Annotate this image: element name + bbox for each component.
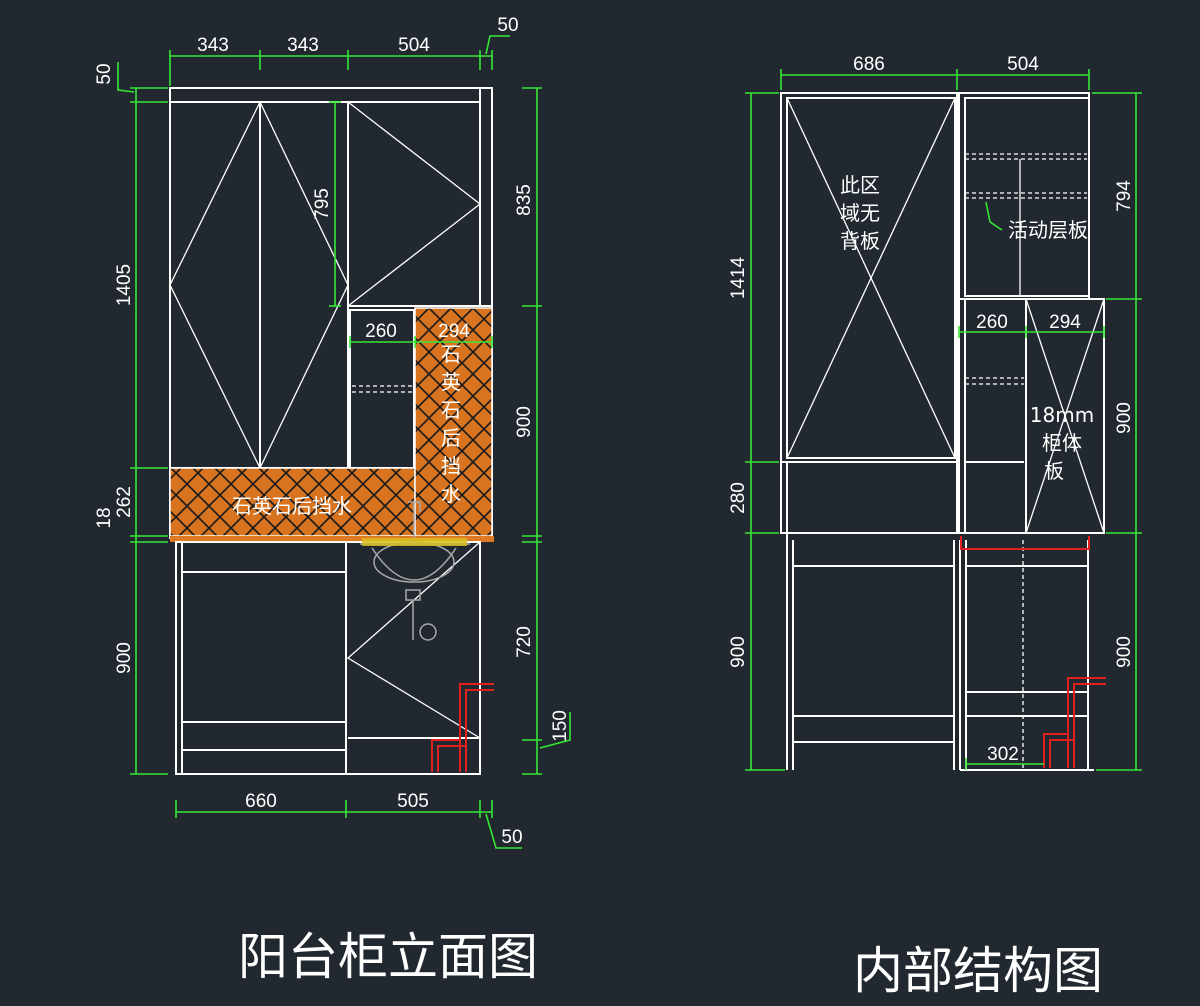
- elev-top-width-1: 343: [197, 35, 229, 56]
- elev-top-width-4: 50: [497, 15, 518, 36]
- structure-view: [745, 69, 1142, 771]
- elev-top-width-3: 504: [398, 35, 430, 56]
- struct-left-height-3: 900: [728, 636, 749, 668]
- elev-top-width-2: 343: [287, 35, 319, 56]
- elev-right-height-3: 720: [514, 626, 535, 658]
- elev-right-height-2: 900: [514, 406, 535, 438]
- elevation-view: [117, 35, 571, 849]
- sink: [360, 501, 470, 641]
- backsplash-vertical-char-5: 挡: [441, 454, 461, 478]
- backsplash-label: 石英石后挡水: [232, 494, 352, 518]
- elev-inner-height: 795: [312, 188, 333, 220]
- struct-right-height-2: 900: [1114, 402, 1135, 434]
- board-note-line-2: 柜体: [1042, 431, 1082, 455]
- struct-top-width-1: 686: [853, 54, 885, 75]
- elev-bottom-width-3: 50: [501, 827, 522, 848]
- board-note-line-3: 板: [1044, 459, 1064, 483]
- elev-top-left-margin: 50: [94, 63, 115, 84]
- backsplash-vertical-char-4: 后: [441, 426, 461, 450]
- elevation-title: 阳台柜立面图: [238, 928, 538, 986]
- struct-bottom-width: 302: [987, 744, 1019, 765]
- struct-right-height-3: 900: [1114, 636, 1135, 668]
- backsplash-horizontal: [169, 467, 416, 537]
- elev-left-height-4: 900: [114, 642, 135, 674]
- elev-niche-width-1: 260: [365, 321, 397, 342]
- backsplash-vertical-char-1: 石: [441, 342, 461, 366]
- structure-title: 内部结构图: [853, 942, 1103, 1000]
- no-back-note-line-1: 此区: [840, 173, 880, 197]
- struct-left-height-1: 1414: [728, 256, 749, 299]
- no-back-note-line-3: 背板: [840, 229, 880, 253]
- elev-right-height-1: 835: [514, 184, 535, 216]
- elev-bottom-width-1: 660: [245, 791, 277, 812]
- struct-top-width-2: 504: [1007, 54, 1039, 75]
- backsplash-vertical: [414, 307, 493, 537]
- elev-right-height-4: 150: [550, 710, 571, 742]
- elev-left-height-2: 262: [114, 486, 135, 518]
- no-back-note-line-2: 域无: [840, 201, 880, 225]
- struct-left-height-2: 280: [728, 482, 749, 514]
- backsplash-vertical-char-2: 英: [441, 370, 461, 394]
- elev-left-height-3: 18: [94, 507, 115, 528]
- elev-left-height-1: 1405: [114, 264, 135, 306]
- shelf-note: 活动层板: [1008, 218, 1088, 242]
- backsplash-vertical-char-6: 水: [441, 482, 461, 506]
- elev-bottom-width-2: 505: [397, 791, 429, 812]
- struct-inner-width-1: 260: [976, 312, 1008, 333]
- struct-inner-width-2: 294: [1049, 312, 1081, 333]
- elev-niche-width-2: 294: [438, 321, 470, 342]
- board-note-line-1: 18mm: [1030, 403, 1094, 427]
- backsplash-vertical-char-3: 石: [441, 398, 461, 422]
- struct-right-height-1: 794: [1114, 180, 1135, 212]
